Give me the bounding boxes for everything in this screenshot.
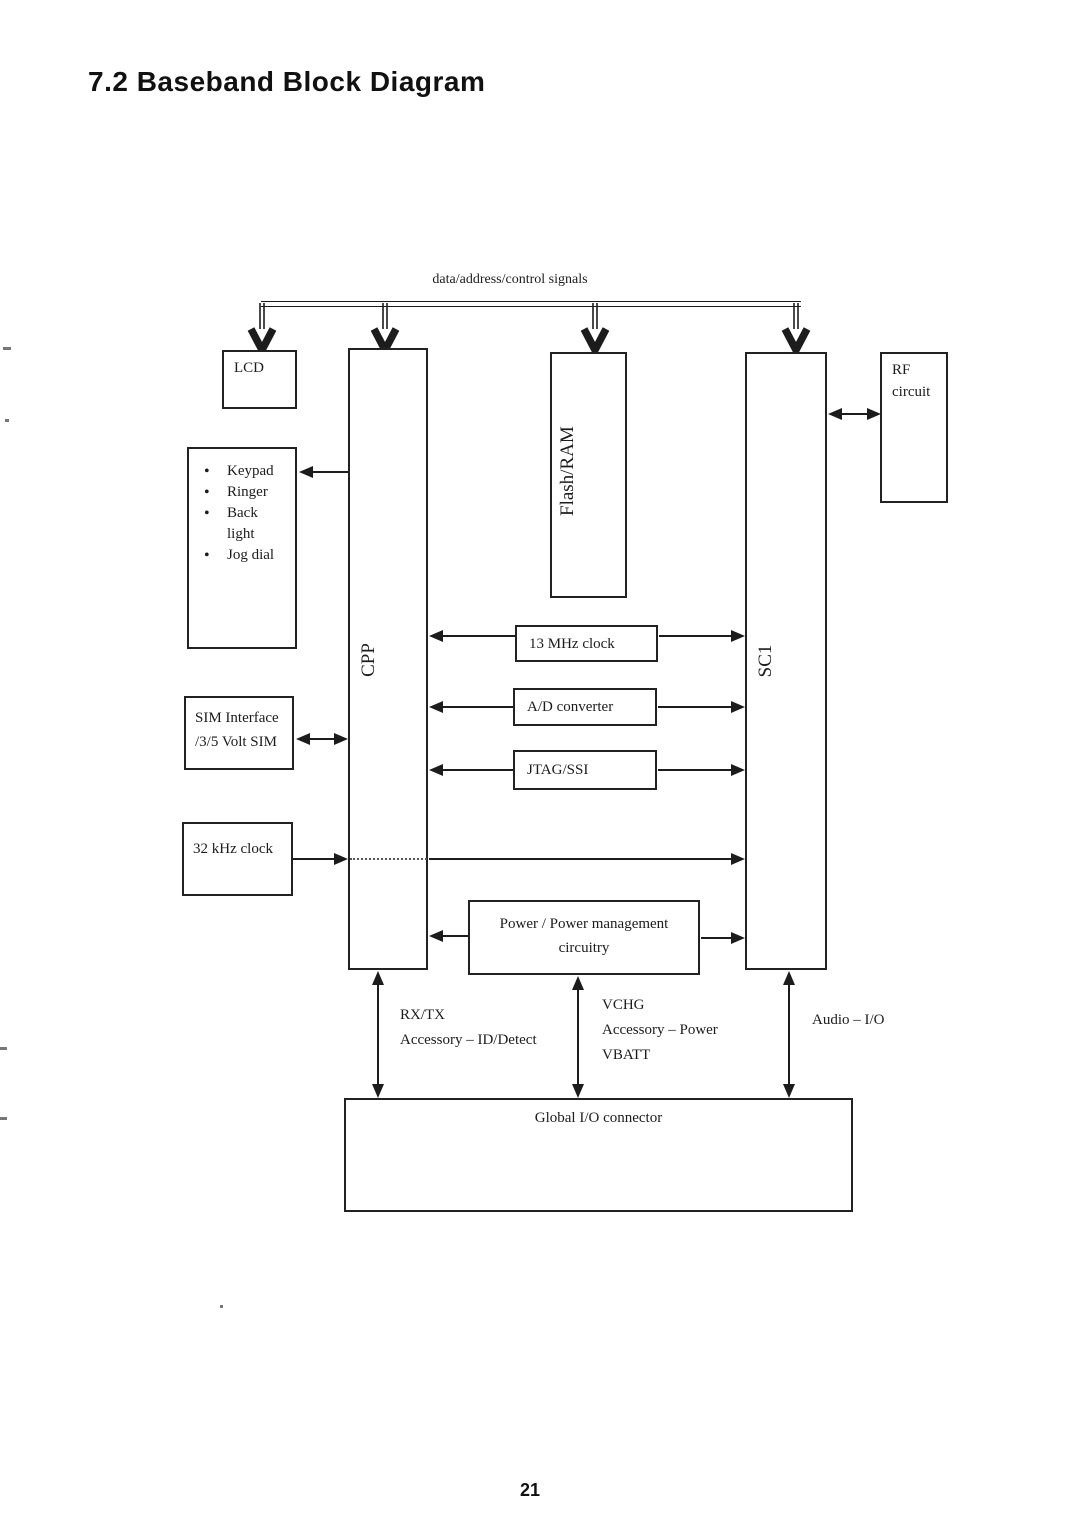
page-number: 21 xyxy=(519,1480,541,1500)
arrowhead xyxy=(783,971,795,985)
arrowhead xyxy=(731,764,745,776)
arrow-power-connector-bidirectional xyxy=(577,989,579,1085)
sc1-block xyxy=(745,352,827,970)
audio-io-label: Audio – I/O xyxy=(812,1012,885,1028)
peripherals-block: Keypad Ringer Back light Jog dial xyxy=(187,447,297,649)
rxtx-line2: Accessory – ID/Detect xyxy=(400,1032,537,1048)
peripherals-list: Keypad Ringer Back light Jog dial xyxy=(189,461,295,566)
arrow-power-to-sc1 xyxy=(701,937,732,939)
sim-line1: SIM Interface xyxy=(195,710,279,726)
jtag-ssi-block: JTAG/SSI xyxy=(513,750,657,790)
arrow-adc-to-sc1 xyxy=(658,706,732,708)
clock-13mhz-label: 13 MHz clock xyxy=(529,635,615,652)
rf-line1: RF xyxy=(892,362,911,378)
arrow-jtag-to-sc1 xyxy=(658,769,732,771)
arrow-13mhz-to-cpp xyxy=(442,635,515,637)
arrowhead xyxy=(731,853,745,865)
ad-converter-block: A/D converter xyxy=(513,688,657,726)
arrowhead xyxy=(296,733,310,745)
peripheral-item: Jog dial xyxy=(189,545,287,566)
arrowhead xyxy=(731,932,745,944)
vchg-line2: Accessory – Power xyxy=(602,1022,718,1038)
arrowhead xyxy=(429,930,443,942)
arrowhead xyxy=(731,701,745,713)
clock-32khz-block: 32 kHz clock xyxy=(182,822,293,896)
arrowhead xyxy=(372,1084,384,1098)
power-management-block: Power / Power management circuitry xyxy=(468,900,700,975)
scan-speck xyxy=(0,1117,7,1120)
arrow-adc-to-cpp xyxy=(442,706,513,708)
arrowhead xyxy=(334,853,348,865)
arrow-sim-cpp-bidirectional xyxy=(309,738,336,740)
peripheral-item: Keypad xyxy=(189,461,287,482)
arrowhead xyxy=(429,764,443,776)
arrowhead xyxy=(334,733,348,745)
global-io-label: Global I/O connector xyxy=(534,1110,663,1126)
power-line2: circuitry xyxy=(558,940,610,956)
lcd-block: LCD xyxy=(222,350,297,409)
flash-ram-block xyxy=(550,352,627,598)
arrowhead xyxy=(731,630,745,642)
arrow-cpp-connector-bidirectional xyxy=(377,984,379,1085)
clock-32khz-label: 32 kHz clock xyxy=(193,841,273,857)
sim-line2: /3/5 Volt SIM xyxy=(195,734,277,750)
jtag-ssi-label: JTAG/SSI xyxy=(527,762,589,778)
peripheral-item: Ringer xyxy=(189,482,287,503)
scan-speck xyxy=(0,1047,7,1050)
lcd-label: LCD xyxy=(234,360,264,376)
flash-ram-label: Flash/RAM xyxy=(557,426,578,516)
global-io-connector-block: Global I/O connector xyxy=(344,1098,853,1212)
power-line1: Power / Power management xyxy=(499,916,669,932)
peripheral-item: Back light xyxy=(189,503,287,545)
arrow-sc1-rf-bidirectional xyxy=(841,413,868,415)
arrowhead xyxy=(867,408,881,420)
arrowhead xyxy=(783,1084,795,1098)
bus-label: data/address/control signals xyxy=(432,272,588,287)
scan-speck xyxy=(5,419,9,422)
page-title: 7.2 Baseband Block Diagram xyxy=(88,66,486,97)
ad-converter-label: A/D converter xyxy=(527,699,614,715)
arrow-cpp-to-peripherals xyxy=(312,471,348,473)
rxtx-label: RX/TX Accessory – ID/Detect xyxy=(400,1003,537,1053)
arrow-sc1-connector-bidirectional xyxy=(788,984,790,1085)
arrowhead xyxy=(299,466,313,478)
arrowhead xyxy=(572,1084,584,1098)
sim-interface-block: SIM Interface /3/5 Volt SIM xyxy=(184,696,294,770)
arrow-bus-to-sc1 xyxy=(781,303,811,355)
sc1-label: SC1 xyxy=(755,644,776,678)
scan-speck xyxy=(3,347,11,350)
arrowhead xyxy=(429,701,443,713)
rf-line2: circuit xyxy=(892,384,931,400)
arrow-13mhz-to-sc1 xyxy=(659,635,732,637)
arrow-32khz-to-cpp xyxy=(293,858,335,860)
arrow-bus-to-flash-ram xyxy=(580,303,610,355)
arrowhead xyxy=(828,408,842,420)
rxtx-line1: RX/TX xyxy=(400,1007,445,1023)
arrow-jtag-to-cpp xyxy=(442,769,513,771)
clock-13mhz-block: 13 MHz clock xyxy=(515,625,658,662)
dotted-line-through-cpp xyxy=(350,858,427,860)
arrowhead xyxy=(429,630,443,642)
arrow-bus-to-lcd xyxy=(247,303,277,355)
bus-line xyxy=(261,301,801,307)
arrow-cpp-to-sc1-32khz xyxy=(429,858,732,860)
cpp-label: CPP xyxy=(358,643,379,677)
rf-circuit-block: RF circuit xyxy=(880,352,948,503)
cpp-block xyxy=(348,348,428,970)
scan-speck xyxy=(220,1305,223,1308)
arrowhead xyxy=(372,971,384,985)
vchg-line3: VBATT xyxy=(602,1047,651,1063)
arrowhead xyxy=(572,976,584,990)
vchg-label: VCHG Accessory – Power VBATT xyxy=(602,993,718,1068)
arrow-power-to-cpp xyxy=(442,935,469,937)
vchg-line1: VCHG xyxy=(602,997,645,1013)
